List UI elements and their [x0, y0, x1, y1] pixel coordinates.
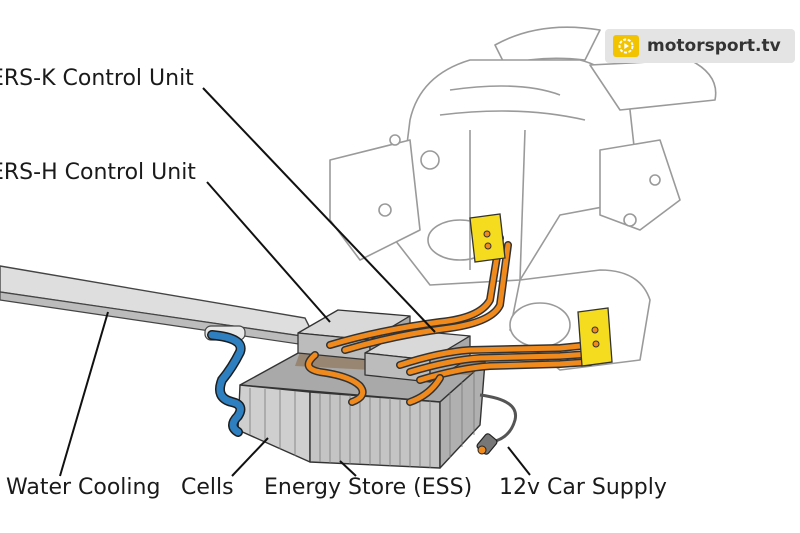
- label-cells: Cells: [181, 475, 234, 500]
- label-car-supply: 12v Car Supply: [499, 475, 667, 500]
- label-water-cooling: Water Cooling: [6, 475, 161, 500]
- coolant-hose: [207, 330, 246, 437]
- label-ers-k-control-unit: ERS-K Control Unit: [0, 66, 194, 91]
- play-gear-icon: [613, 35, 639, 57]
- wiring-harness: [304, 234, 594, 406]
- ess-cell-fins: [249, 371, 475, 468]
- car-supply-cable: [476, 393, 518, 455]
- label-energy-store: Energy Store (ESS): [264, 475, 473, 500]
- connector-lower: [577, 307, 613, 367]
- radiator: [0, 265, 317, 347]
- motorsport-logo: motorsport.tv: [605, 29, 795, 63]
- connector-upper: [469, 213, 506, 263]
- brand-name: motorsport.tv: [647, 36, 781, 56]
- engine-outline: [329, 26, 717, 371]
- label-ers-h-control-unit: ERS-H Control Unit: [0, 160, 196, 185]
- leader-lines: [59, 87, 531, 477]
